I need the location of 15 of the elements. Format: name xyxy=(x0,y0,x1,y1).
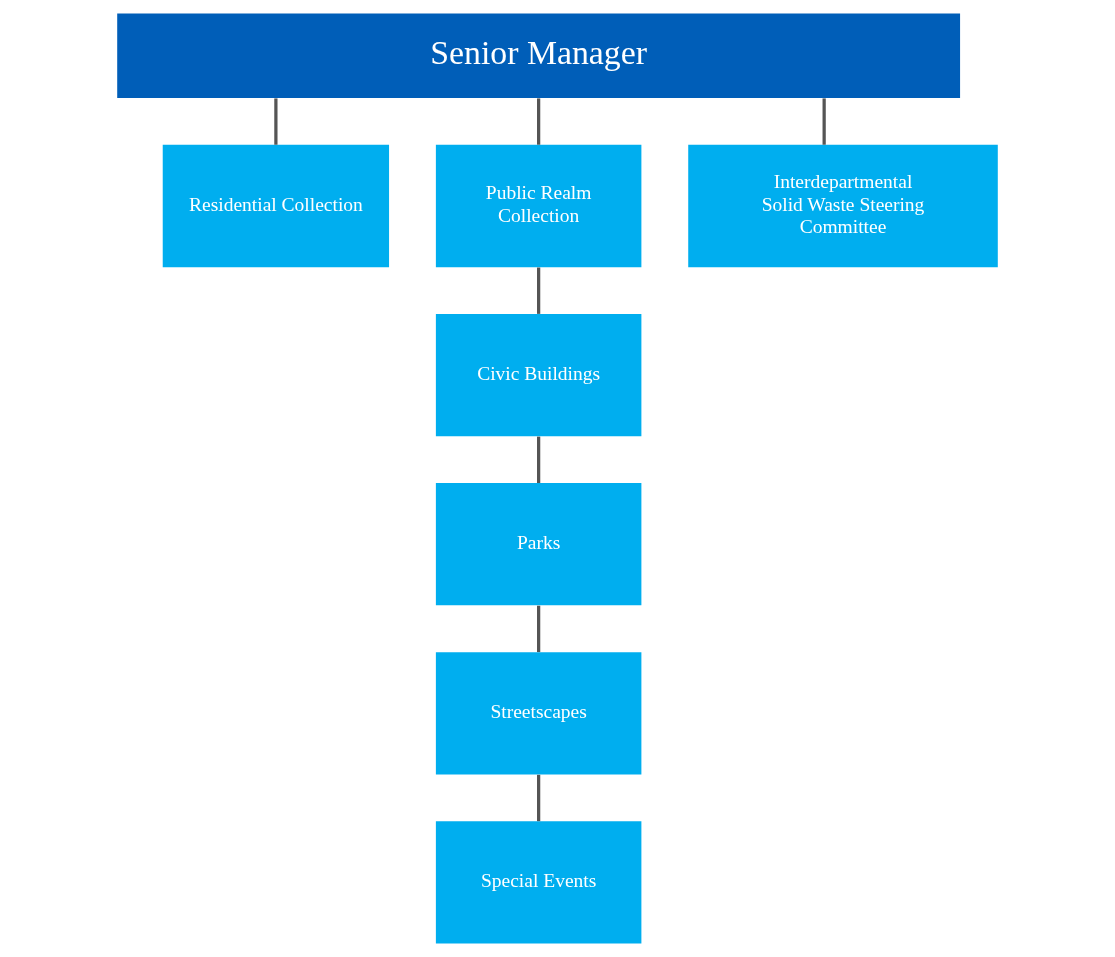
connector xyxy=(537,774,541,822)
connector xyxy=(822,98,826,145)
connector xyxy=(537,436,541,483)
node-box: Residential Collection xyxy=(162,144,390,268)
node-box: Public Realm Collection xyxy=(435,144,642,268)
connector xyxy=(537,98,541,145)
node-box: Special Events xyxy=(435,821,642,944)
node-box: Senior Manager xyxy=(117,13,961,99)
node-box: Streetscapes xyxy=(435,652,642,775)
node-box: Civic Buildings xyxy=(435,313,642,437)
connector xyxy=(537,605,541,653)
connector xyxy=(274,98,278,145)
connector xyxy=(537,267,541,314)
node-box: Parks xyxy=(435,483,642,606)
node-box: Interdepartmental Solid Waste Steering Committee xyxy=(688,144,998,268)
